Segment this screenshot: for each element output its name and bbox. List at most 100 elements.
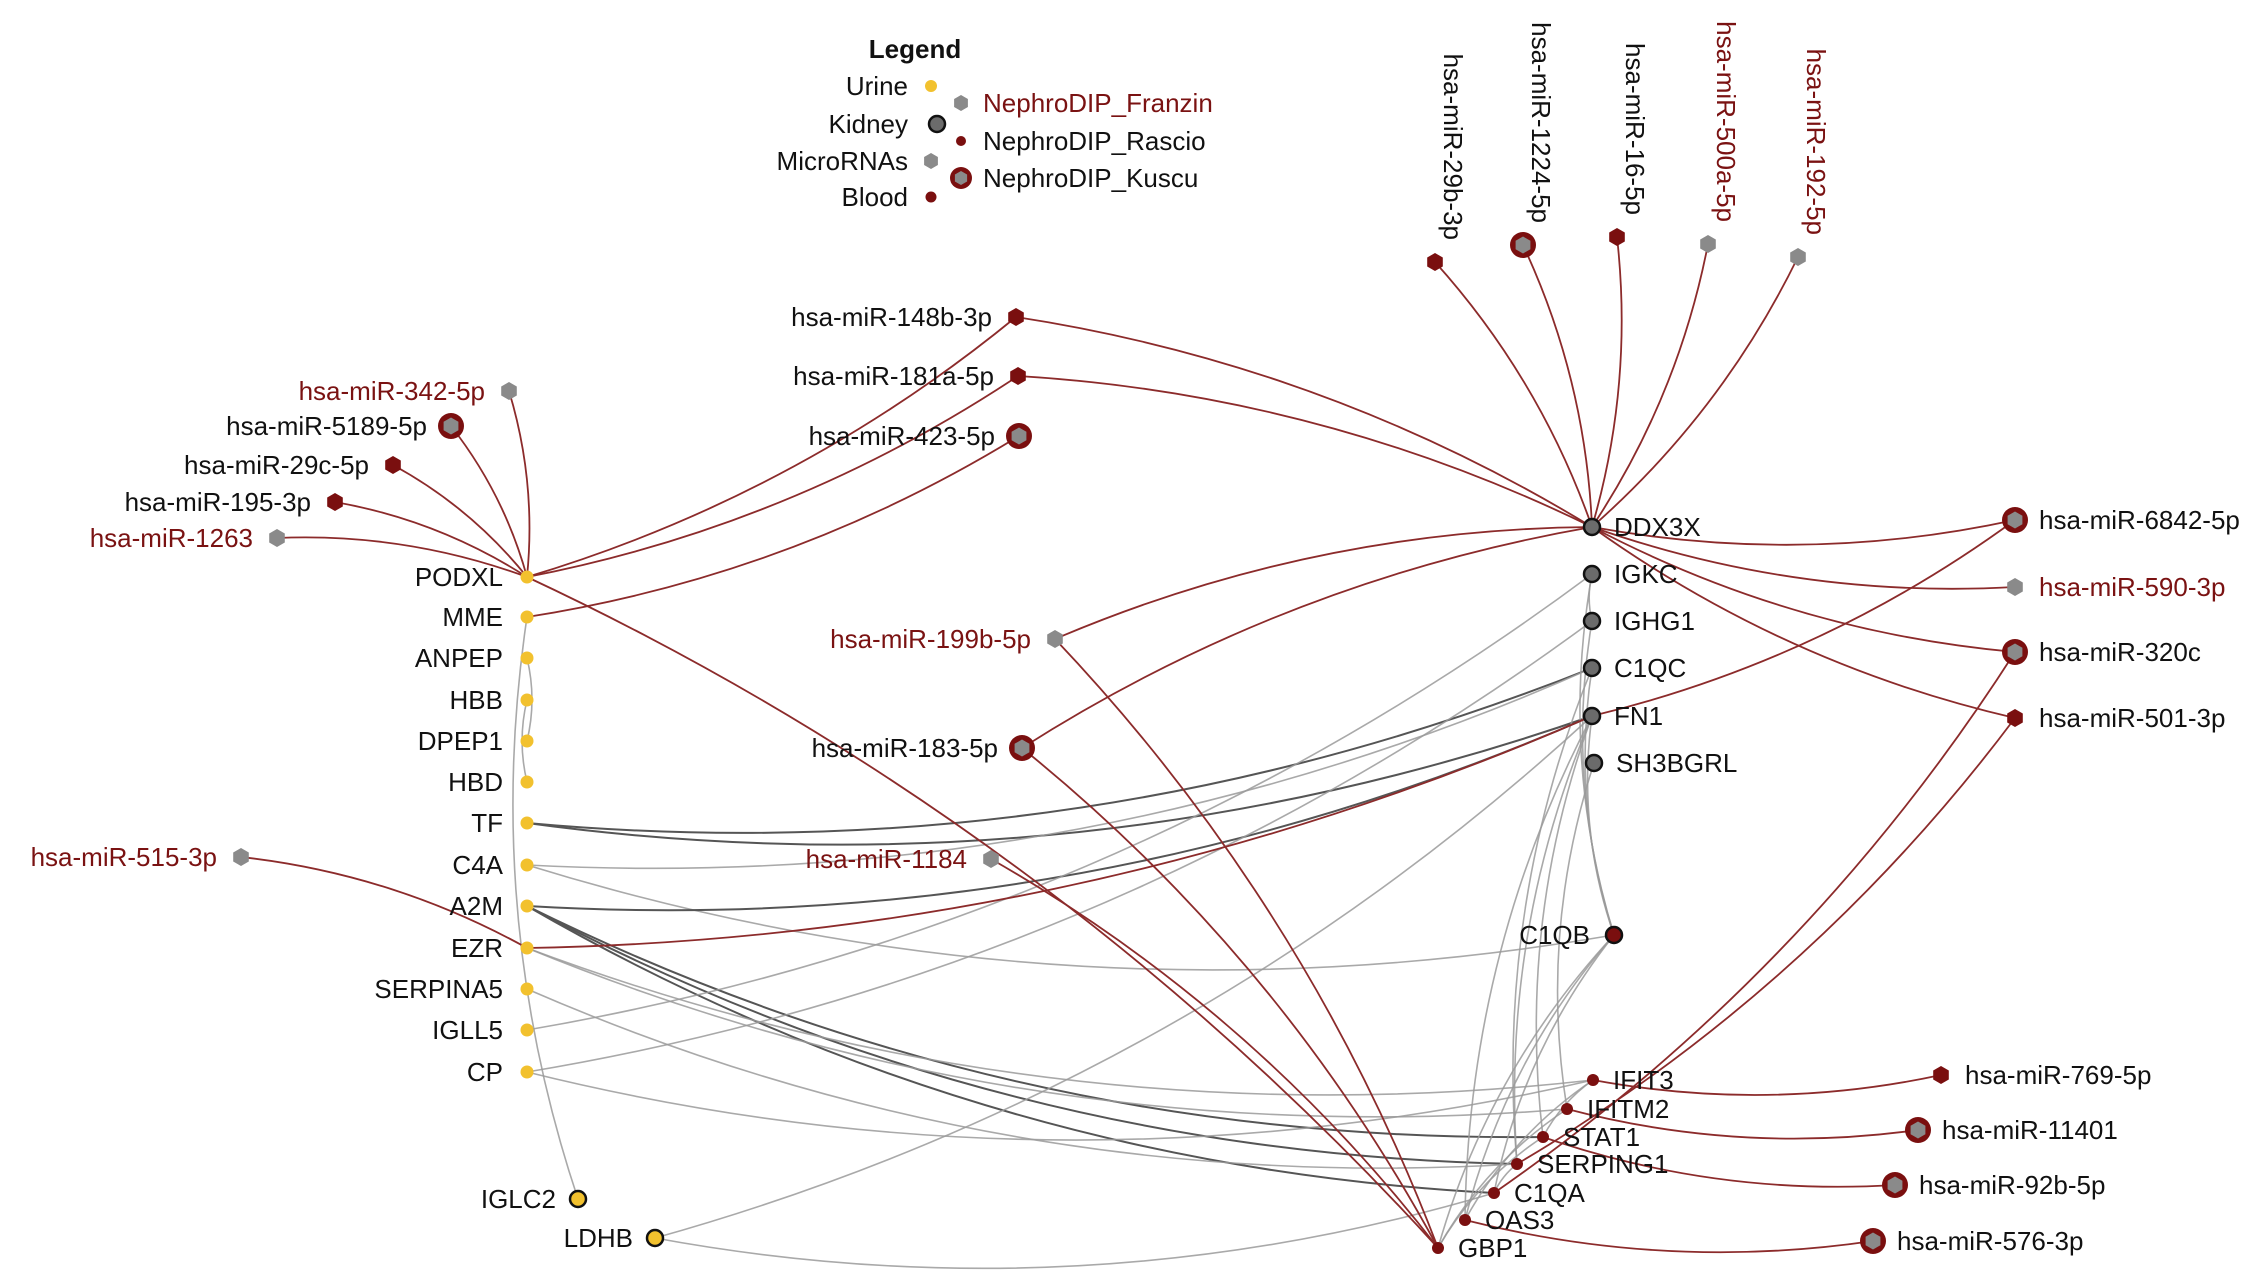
node-hsa-mir-500a-5p — [1700, 235, 1716, 253]
edge-hsa-mir-16-5p-ddx3x — [1591, 236, 1623, 528]
edge-hsa-mir-148b-3p-podxl — [526, 316, 1017, 578]
label-c4a: C4A — [452, 850, 503, 880]
edge-fn1-ezr — [526, 715, 1593, 949]
node-tf — [520, 816, 534, 830]
legend-item-kidney: Kidney — [829, 109, 909, 139]
edge-c1qb-c1qa — [1493, 934, 1615, 1194]
labels-layer: PODXLMMEANPEPHBBDPEP1HBDTFC4AA2MEZRSERPI… — [31, 21, 2240, 1263]
node-c4a — [520, 858, 534, 872]
edge-hsa-mir-423-5p-mme — [526, 435, 1020, 618]
legend-franzin-marker — [954, 95, 968, 111]
label-serpina5: SERPINA5 — [374, 974, 503, 1004]
edge-hsa-mir-29c-5p-podxl — [392, 464, 528, 578]
label-hsa-mir-195-3p: hsa-miR-195-3p — [125, 487, 311, 517]
node-ifit3 — [1587, 1074, 1599, 1086]
edge-hsa-mir-501-3p-serping1 — [1516, 717, 2016, 1165]
edge-hsa-mir-6842-5p-ddx3x — [1591, 519, 2016, 546]
edge-hsa-mir-6842-5p-fn1 — [1591, 519, 2016, 717]
node-hsa-mir-320c — [2007, 643, 2023, 661]
node-sh3bgrl — [1584, 753, 1604, 773]
legend-item-nephrodip-franzin: NephroDIP_Franzin — [983, 88, 1213, 118]
edge-hsa-mir-769-5p-ifit3 — [1592, 1074, 1942, 1096]
node-hsa-mir-192-5p — [1790, 248, 1806, 266]
edge-hsa-mir-183-5p-ddx3x — [1021, 526, 1593, 749]
node-hsa-mir-342-5p — [501, 382, 517, 400]
label-podxl: PODXL — [415, 562, 503, 592]
label-hsa-mir-199b-5p: hsa-miR-199b-5p — [830, 624, 1031, 654]
edge-hsa-mir-192-5p-ddx3x — [1591, 256, 1799, 528]
label-gbp1: GBP1 — [1458, 1233, 1527, 1263]
edge-tf-c1qc — [526, 667, 1593, 834]
edge-c1qc-serping1 — [1512, 667, 1593, 1165]
legend-urine-marker — [925, 80, 937, 92]
label-hsa-mir-192-5p: hsa-miR-192-5p — [1801, 49, 1831, 235]
label-tf: TF — [471, 808, 503, 838]
edge-hsa-mir-148b-3p-ddx3x — [1015, 316, 1593, 528]
edge-fn1-serping1 — [1513, 715, 1593, 1165]
node-hsa-mir-11401 — [1910, 1121, 1926, 1139]
label-hsa-mir-515-3p: hsa-miR-515-3p — [31, 842, 217, 872]
legend-item-nephrodip-kuscu: NephroDIP_Kuscu — [983, 163, 1198, 193]
legend-mirna-marker — [924, 153, 938, 169]
label-ddx3x: DDX3X — [1614, 512, 1701, 542]
edge-c1qb-gbp1 — [1437, 934, 1615, 1249]
label-stat1: STAT1 — [1563, 1122, 1640, 1152]
node-mme — [520, 610, 534, 624]
edge-igll5-igkc — [526, 573, 1593, 1031]
label-oas3: OAS3 — [1485, 1205, 1554, 1235]
legend-rascio-marker — [956, 136, 966, 146]
node-dpep1 — [520, 734, 534, 748]
node-fn1 — [1582, 706, 1602, 726]
legend-item-urine: Urine — [846, 71, 908, 101]
edge-c1qb-oas3 — [1464, 934, 1615, 1221]
label-hsa-mir-500a-5p: hsa-miR-500a-5p — [1711, 21, 1741, 222]
label-hsa-mir-590-3p: hsa-miR-590-3p — [2039, 572, 2225, 602]
label-hsa-mir-11401: hsa-miR-11401 — [1942, 1115, 2118, 1145]
legend: Legend UrineKidneyMicroRNAsBloodNephroDI… — [777, 34, 1213, 212]
edge-hsa-mir-181a-5p-ddx3x — [1017, 375, 1593, 528]
node-a2m — [520, 899, 534, 913]
edge-ldhb-fn1 — [654, 715, 1593, 1239]
node-ighg1 — [1582, 611, 1602, 631]
edge-hsa-mir-1224-5p-ddx3x — [1522, 244, 1593, 528]
label-ifit3: IFIT3 — [1613, 1065, 1674, 1095]
node-hsa-mir-183-5p — [1014, 739, 1030, 757]
label-hsa-mir-181a-5p: hsa-miR-181a-5p — [793, 361, 994, 391]
label-c1qc: C1QC — [1614, 653, 1686, 683]
node-hsa-mir-29c-5p — [385, 456, 401, 474]
edge-hsa-mir-183-5p-gbp1 — [1021, 747, 1439, 1249]
label-anpep: ANPEP — [415, 643, 503, 673]
label-hsa-mir-342-5p: hsa-miR-342-5p — [299, 376, 485, 406]
label-hsa-mir-92b-5p: hsa-miR-92b-5p — [1919, 1170, 2105, 1200]
label-mme: MME — [442, 602, 503, 632]
label-hsa-mir-1224-5p: hsa-miR-1224-5p — [1526, 22, 1556, 223]
edge-hsa-mir-195-3p-podxl — [334, 501, 528, 578]
node-podxl — [520, 570, 534, 584]
label-hsa-mir-320c: hsa-miR-320c — [2039, 637, 2201, 667]
label-cp: CP — [467, 1057, 503, 1087]
label-hsa-mir-183-5p: hsa-miR-183-5p — [812, 733, 998, 763]
node-hsa-mir-6842-5p — [2007, 511, 2023, 529]
label-hbd: HBD — [448, 767, 503, 797]
node-hsa-mir-515-3p — [233, 848, 249, 866]
edge-hsa-mir-181a-5p-podxl — [526, 375, 1019, 578]
label-hsa-mir-29b-3p: hsa-miR-29b-3p — [1438, 54, 1468, 240]
edge-hsa-mir-500a-5p-ddx3x — [1591, 243, 1709, 528]
label-hsa-mir-16-5p: hsa-miR-16-5p — [1620, 43, 1650, 215]
node-gbp1 — [1432, 1242, 1444, 1254]
edge-c4a-c1qc — [526, 667, 1593, 870]
node-hbb — [520, 693, 534, 707]
node-hsa-mir-590-3p — [2007, 578, 2023, 596]
nodes-layer — [233, 228, 2028, 1254]
edge-hsa-mir-576-3p-oas3 — [1464, 1219, 1874, 1254]
label-hsa-mir-6842-5p: hsa-miR-6842-5p — [2039, 505, 2240, 535]
edge-ldhb-c1qa — [654, 1192, 1495, 1270]
edge-hsa-mir-320c-ddx3x — [1591, 526, 2016, 653]
label-c1qa: C1QA — [1514, 1178, 1585, 1208]
label-hsa-mir-423-5p: hsa-miR-423-5p — [809, 421, 995, 451]
node-hsa-mir-92b-5p — [1887, 1176, 1903, 1194]
legend-blood-marker — [925, 191, 937, 203]
edge-hsa-mir-515-3p-ezr — [240, 856, 528, 949]
